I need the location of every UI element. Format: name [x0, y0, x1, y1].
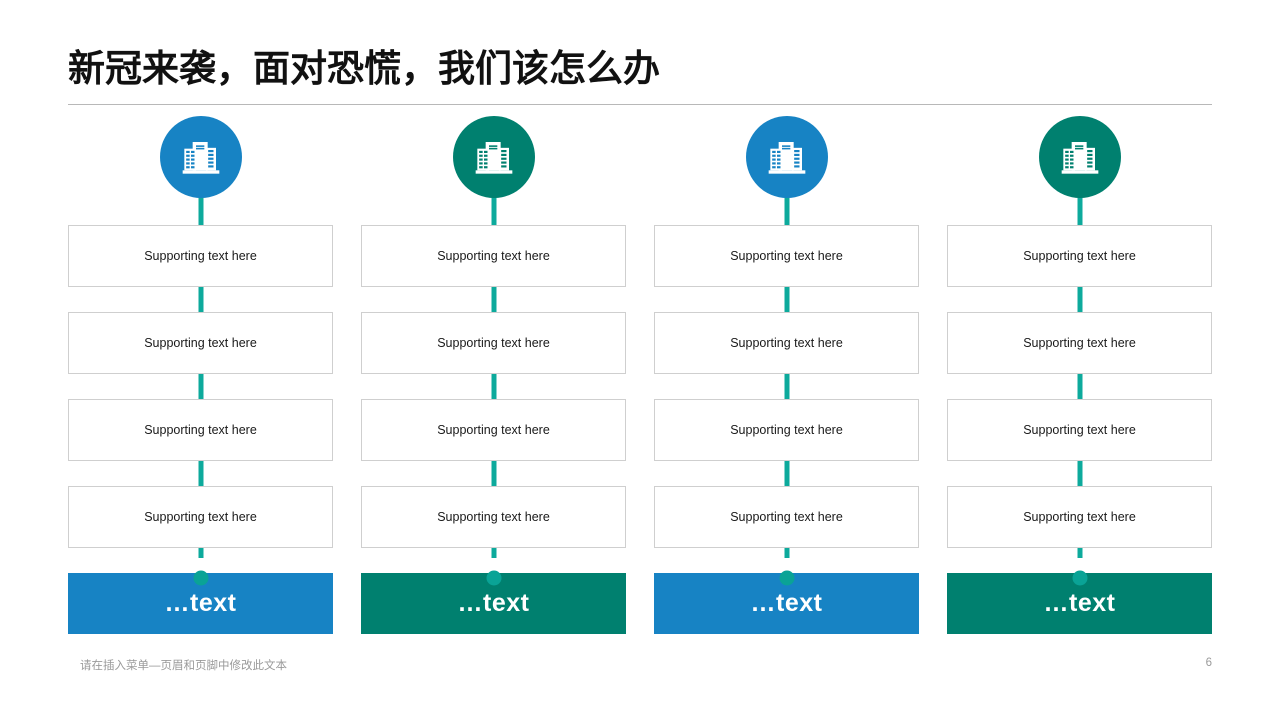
supporting-text-box[interactable]: Supporting text here	[654, 225, 919, 287]
supporting-text-box[interactable]: Supporting text here	[947, 312, 1212, 374]
footer-text: 请在插入菜单—页眉和页脚中修改此文本	[80, 660, 287, 672]
office-building-icon	[768, 142, 805, 174]
office-building-icon	[182, 142, 219, 174]
connector-line	[198, 190, 203, 558]
connector-line	[491, 190, 496, 558]
connector-line	[1077, 190, 1082, 558]
icon-badge[interactable]	[745, 116, 828, 198]
supporting-text-box[interactable]: Supporting text here	[947, 486, 1212, 548]
title-divider	[68, 104, 1212, 105]
connector-dot	[486, 570, 501, 586]
connector-line	[784, 190, 789, 558]
supporting-text-box[interactable]: Supporting text here	[68, 312, 333, 374]
supporting-text-box[interactable]: Supporting text here	[947, 225, 1212, 287]
icon-badge[interactable]	[159, 116, 242, 198]
page-number: 6	[1205, 657, 1212, 669]
supporting-text-box[interactable]: Supporting text here	[68, 399, 333, 461]
supporting-text-box[interactable]: Supporting text here	[654, 312, 919, 374]
supporting-text-box[interactable]: Supporting text here	[654, 399, 919, 461]
office-building-icon	[475, 142, 512, 174]
page-title: 新冠来袭，面对恐慌，我们该怎么办	[68, 48, 660, 89]
office-building-icon	[1061, 142, 1098, 174]
supporting-text-box[interactable]: Supporting text here	[361, 399, 626, 461]
connector-dot	[193, 570, 208, 586]
icon-badge[interactable]	[1038, 116, 1121, 198]
supporting-text-box[interactable]: Supporting text here	[68, 486, 333, 548]
supporting-text-box[interactable]: Supporting text here	[947, 399, 1212, 461]
connector-dot	[779, 570, 794, 586]
icon-badge[interactable]	[452, 116, 535, 198]
supporting-text-box[interactable]: Supporting text here	[361, 225, 626, 287]
supporting-text-box[interactable]: Supporting text here	[68, 225, 333, 287]
supporting-text-box[interactable]: Supporting text here	[361, 486, 626, 548]
supporting-text-box[interactable]: Supporting text here	[654, 486, 919, 548]
connector-dot	[1072, 570, 1087, 586]
supporting-text-box[interactable]: Supporting text here	[361, 312, 626, 374]
